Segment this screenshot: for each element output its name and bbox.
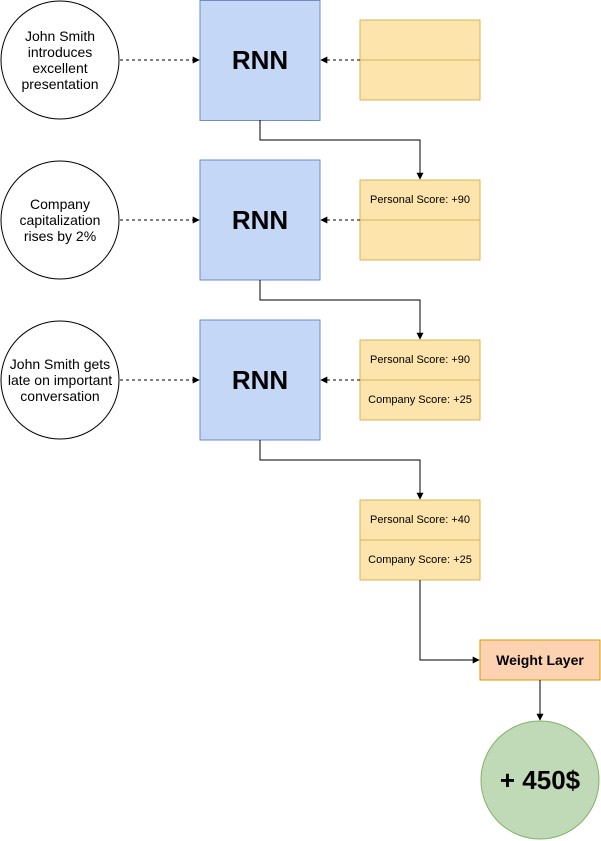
rnn-label-3: RNN	[231, 364, 289, 395]
state-4-top-text: Personal Score: +40	[370, 514, 470, 526]
state-box-3	[359, 339, 481, 421]
state-3-top-text: Personal Score: +90	[370, 354, 470, 366]
state-1-bottom-text	[360, 60, 480, 100]
event-text-2: Company capitalization rises by 2%	[19, 196, 101, 244]
event-circle-1	[0, 0, 120, 120]
arrow-rnn-2-to-state-3	[259, 280, 424, 340]
output-label: + 450$	[499, 764, 581, 795]
state-box-1	[359, 19, 481, 101]
rnn-box-1	[199, 0, 321, 121]
arrow-rnn-3-to-state-4	[259, 440, 424, 500]
event-text-3: John Smith gets late on important conver…	[7, 356, 113, 404]
event-text-1: John Smith introduces excellent presenta…	[21, 28, 99, 92]
arrow-state-4-to-weight-layer	[419, 580, 480, 664]
event-circle-3	[0, 320, 120, 440]
arrow-rnn-1-to-state-2	[259, 120, 424, 180]
state-1-top-text	[360, 20, 480, 60]
state-box-4	[359, 499, 481, 581]
weight-layer-label: Weight Layer	[496, 652, 584, 668]
rnn-label-2: RNN	[231, 204, 289, 235]
rnn-label-1: RNN	[231, 44, 289, 75]
state-2-top-text: Personal Score: +90	[370, 194, 470, 206]
weight-layer-box	[479, 639, 601, 681]
state-2-bottom-text	[360, 220, 480, 260]
state-box-2	[359, 179, 481, 261]
event-circle-2	[0, 160, 120, 280]
output-circle	[480, 720, 600, 840]
state-4-bottom-text: Company Score: +25	[368, 554, 472, 566]
state-3-bottom-text: Company Score: +25	[368, 394, 472, 406]
